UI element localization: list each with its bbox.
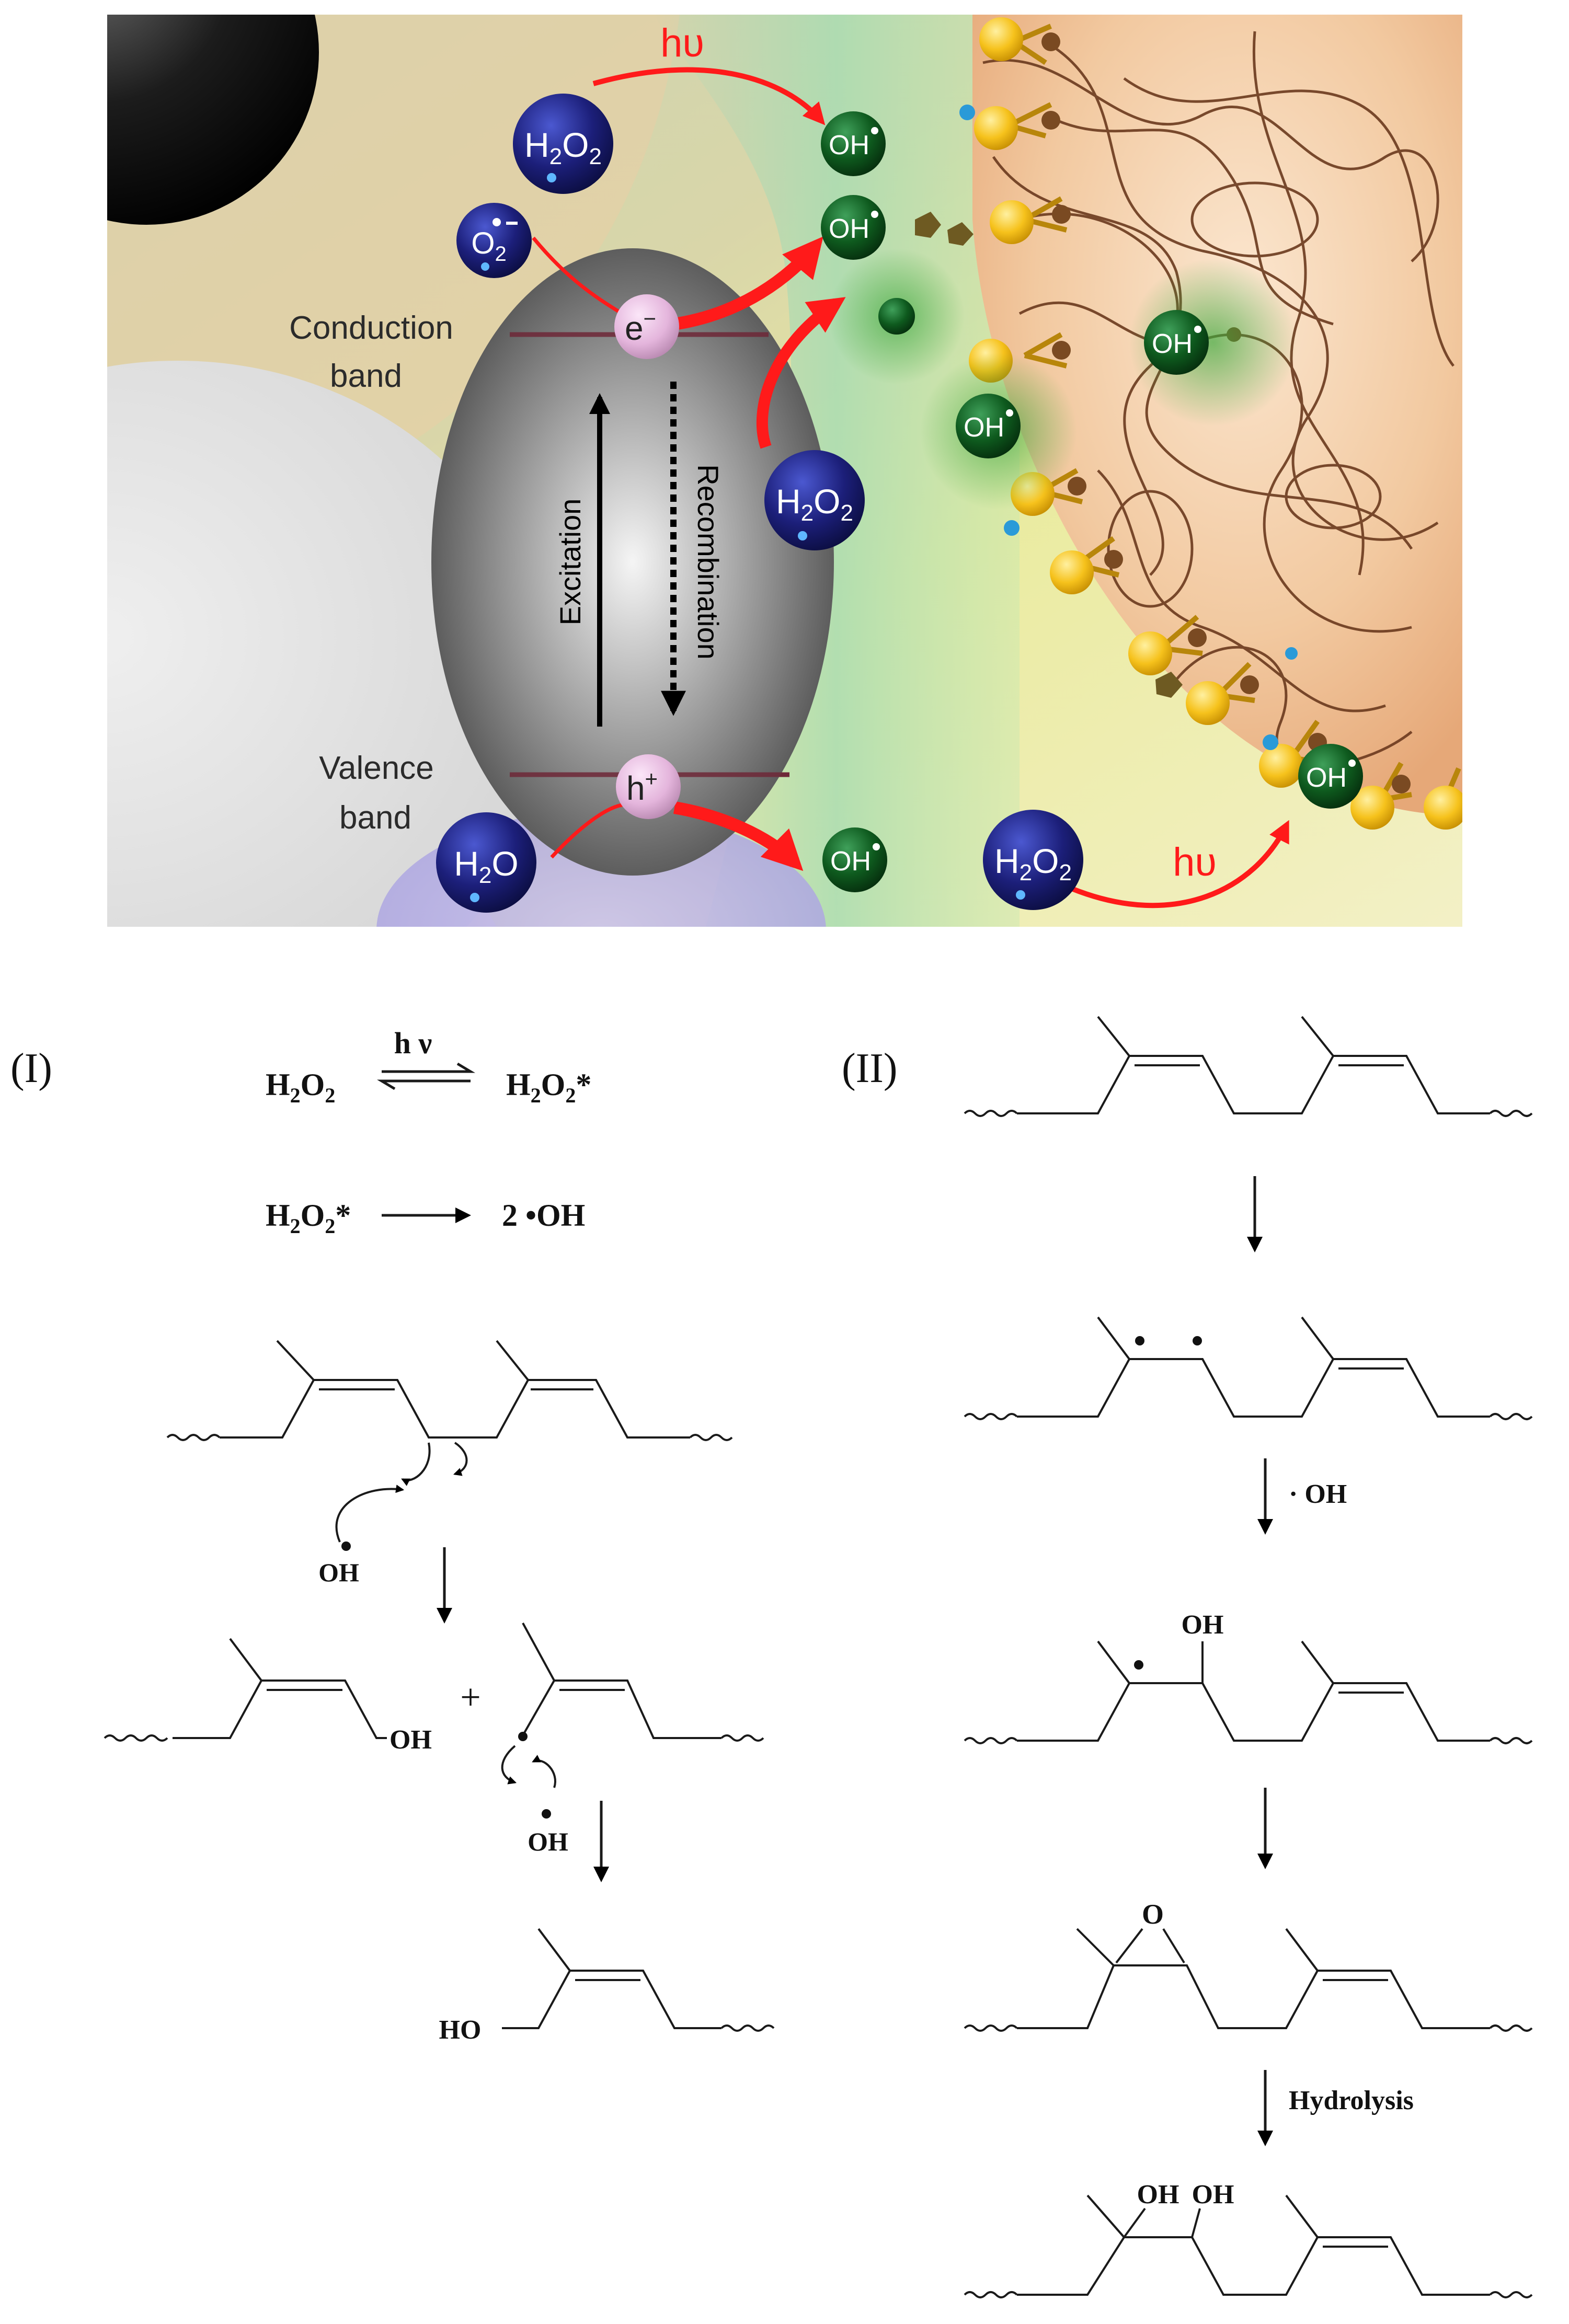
svg-text:H2O2: H2O2 bbox=[994, 842, 1072, 885]
superoxide-arrow bbox=[532, 236, 623, 315]
diol-oh-1: OH bbox=[1137, 2180, 1179, 2210]
svg-text:H2O2: H2O2 bbox=[776, 482, 853, 526]
h2o2-molecule: H2O2 bbox=[764, 450, 865, 550]
oh-radical-label: OH bbox=[528, 1827, 568, 1856]
electron-push-arrows bbox=[501, 1745, 556, 1788]
svg-text:e−: e− bbox=[625, 306, 656, 347]
epoxide-oxygen: O bbox=[1142, 1899, 1164, 1930]
hydroxyl-group: OH bbox=[1182, 1610, 1224, 1640]
electron-push-arrows bbox=[335, 1442, 468, 1543]
diol-chain bbox=[964, 2194, 1533, 2298]
h2o2-molecule: H2O2 bbox=[513, 94, 613, 194]
valence-band-word: band bbox=[339, 800, 411, 836]
hydroxyl-radical: OH bbox=[821, 195, 886, 260]
photolysis-arrow-top bbox=[592, 67, 826, 125]
oh-radical-label: OH bbox=[318, 1558, 359, 1587]
svg-text:OH: OH bbox=[964, 412, 1004, 443]
black-particle bbox=[107, 15, 319, 225]
radical-glow bbox=[1129, 259, 1297, 426]
photolysis-arrow-bottom bbox=[1071, 820, 1289, 908]
hydroxyl-product: 2 •OH bbox=[502, 1198, 585, 1233]
hydroxyl-radical-small bbox=[878, 298, 915, 335]
radical-dot bbox=[518, 1732, 528, 1741]
water-oxidation-arrow bbox=[550, 803, 623, 859]
svg-text:OH: OH bbox=[1152, 329, 1193, 359]
electron: e− bbox=[614, 294, 679, 359]
semiconductor-particle bbox=[431, 248, 834, 876]
radical-dot bbox=[542, 1809, 551, 1819]
svg-text:H2O: H2O bbox=[454, 844, 519, 888]
svg-text:OH: OH bbox=[1306, 763, 1347, 793]
equilibrium-arrows bbox=[376, 1062, 476, 1090]
hydroxyl-radical: OH bbox=[956, 394, 1021, 458]
h2o2-reduction-arrow bbox=[756, 297, 846, 449]
svg-text:OH: OH bbox=[829, 214, 869, 244]
water-molecule: H2O bbox=[436, 812, 536, 913]
conduction-label: Conduction bbox=[289, 310, 453, 346]
h2o2-molecule: H2O2 bbox=[983, 810, 1083, 910]
plus-sign: + bbox=[460, 1677, 480, 1718]
recombination-label: Recombination bbox=[692, 464, 725, 660]
product-chain-1 bbox=[104, 1638, 387, 1742]
svg-text:H2O2: H2O2 bbox=[524, 125, 602, 169]
hydroxyl-radical: OH bbox=[822, 827, 887, 892]
hydrolysis-label: Hydrolysis bbox=[1289, 2086, 1414, 2115]
alcohol-oh: OH bbox=[390, 1725, 432, 1755]
mechanism-I: (I) h ν H2O2 H2O2* H2O2* 2 •OH bbox=[10, 1026, 775, 2045]
svg-text:OH: OH bbox=[829, 130, 869, 160]
radical-dot bbox=[1134, 1660, 1143, 1670]
mechanism-II: (II) · OH bbox=[842, 1016, 1533, 2298]
alcohol-ho: HO bbox=[439, 2015, 482, 2045]
h2o2-excited-reactant: H2O2* bbox=[266, 1198, 351, 1238]
diol-oh-2: OH bbox=[1192, 2180, 1234, 2210]
polyisoprene-chain bbox=[964, 1016, 1533, 1117]
hydroxyl-radical: OH bbox=[821, 111, 886, 176]
hydroxyl-radical: OH bbox=[1298, 744, 1363, 809]
hole: h+ bbox=[616, 754, 681, 819]
radical-dot bbox=[1193, 1336, 1202, 1345]
epoxide-chain bbox=[964, 1928, 1533, 2032]
valence-label: Valence bbox=[319, 750, 433, 786]
conduction-band-word: band bbox=[330, 358, 402, 394]
svg-text:O2: O2 bbox=[471, 226, 506, 266]
label-II: (II) bbox=[842, 1045, 898, 1091]
hv-label: h ν bbox=[394, 1026, 432, 1060]
excitation-label: Excitation bbox=[554, 499, 587, 626]
surface-ligands bbox=[915, 17, 1462, 830]
radical-dot bbox=[341, 1541, 351, 1551]
oh-reagent: · OH bbox=[1289, 1479, 1347, 1509]
polyisoprene-chain bbox=[166, 1340, 733, 1441]
electron-transfer-arrow bbox=[673, 236, 823, 330]
svg-text:h+: h+ bbox=[626, 766, 658, 807]
hv-label-top: hυ bbox=[660, 21, 704, 65]
hole-transfer-arrow bbox=[673, 801, 804, 871]
radical-dot bbox=[1135, 1336, 1144, 1345]
hydroxylated-chain bbox=[964, 1640, 1533, 1744]
hydroxyl-radical: OH bbox=[1144, 310, 1209, 375]
hv-label-bottom: hυ bbox=[1173, 840, 1217, 884]
radical-chain bbox=[522, 1623, 764, 1742]
h2o2-reactant: H2O2 bbox=[266, 1067, 335, 1107]
label-I: (I) bbox=[10, 1045, 52, 1091]
diradical-chain bbox=[964, 1316, 1533, 1420]
superoxide-molecule: O2 bbox=[456, 203, 532, 278]
svg-text:OH: OH bbox=[830, 846, 871, 877]
product-chain-2 bbox=[502, 1928, 775, 2032]
photocatalysis-illustration: Excitation Recombination Conduction band… bbox=[107, 15, 1462, 927]
h2o2-excited: H2O2* bbox=[506, 1067, 591, 1107]
